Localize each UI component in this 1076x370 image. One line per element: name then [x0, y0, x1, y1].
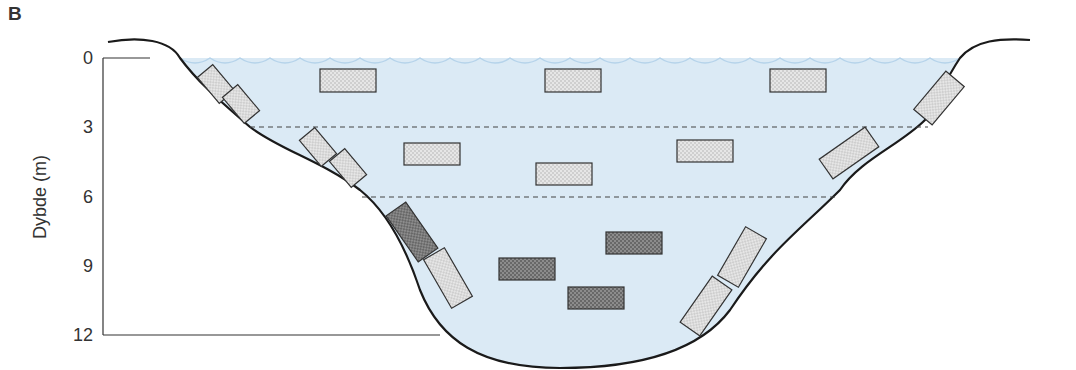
- tick-label: 6: [83, 187, 93, 207]
- water-body: [180, 58, 960, 368]
- sample-block: [718, 227, 767, 287]
- sample-block: [545, 69, 601, 92]
- sample-block: [914, 71, 965, 125]
- depth-divider: [250, 126, 928, 127]
- tick-label: 3: [83, 117, 93, 137]
- water-surface: [180, 58, 960, 63]
- depth-axis: [102, 58, 103, 335]
- sample-block: [536, 163, 592, 185]
- dark-block: [606, 232, 662, 254]
- sample-block: [329, 149, 366, 188]
- tick-label: 0: [83, 48, 93, 68]
- sample-block: [424, 248, 473, 308]
- sample-block: [819, 127, 879, 179]
- panel-letter: B: [8, 4, 22, 24]
- tick-label: 12: [73, 325, 93, 345]
- sample-block: [677, 140, 733, 162]
- axis-title: Dybde (m): [30, 155, 50, 239]
- sample-block: [770, 69, 826, 92]
- sample-block: [320, 69, 376, 92]
- dark-block: [568, 287, 624, 309]
- dark-block: [499, 258, 555, 280]
- dark-block: [386, 202, 438, 262]
- depth-tick: [103, 334, 440, 335]
- tick-label: 9: [83, 256, 93, 276]
- depth-divider: [362, 196, 836, 197]
- sample-block: [222, 85, 259, 124]
- lake-basin: [108, 39, 1030, 368]
- sample-block: [404, 143, 460, 165]
- depth-tick: [103, 57, 150, 58]
- sample-block: [680, 276, 732, 336]
